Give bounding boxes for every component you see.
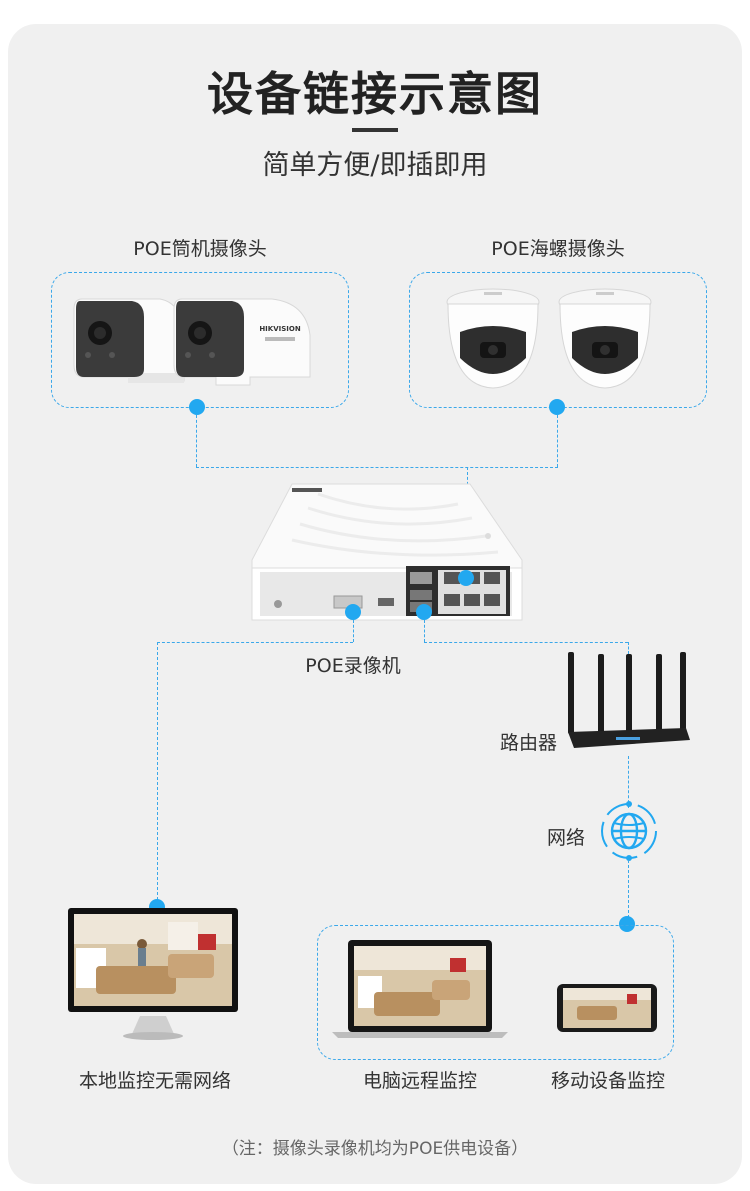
nvr-monitor-link-line [353, 620, 354, 642]
network-label: 网络 [547, 827, 586, 849]
dome-cameras-connector-dot [549, 399, 565, 415]
monitor-drop-line [157, 642, 158, 900]
network-remote-line [628, 860, 629, 918]
title-divider [352, 128, 398, 132]
router-label: 路由器 [500, 732, 558, 754]
nvr-device-image [251, 483, 523, 621]
local-monitor-label: 本地监控无需网络 [78, 1070, 231, 1092]
pc-monitor-label: 电脑远程监控 [362, 1070, 477, 1092]
monitor-trunk-line [157, 642, 353, 643]
laptop-image [332, 940, 508, 1038]
remote-group-connector-dot [619, 916, 635, 932]
remote-monitoring-group [317, 925, 674, 1060]
camera-brand-logo: HIKVISION [259, 325, 301, 333]
smartphone-image [557, 984, 657, 1032]
globe-icon [601, 801, 657, 861]
dome-cameras-label: POE海螺摄像头 [491, 238, 625, 260]
bullet-cameras-connector-dot [189, 399, 205, 415]
router-image [568, 652, 690, 748]
bullet-cameras-label: POE筒机摄像头 [133, 238, 267, 260]
nvr-router-link-line [424, 620, 425, 642]
dome-cameras-link-line [557, 415, 558, 467]
dome-cameras-image [446, 288, 652, 389]
bullet-cameras-image: HIKVISION [73, 298, 311, 386]
router-drop-line [628, 642, 629, 654]
page-title: 设备链接示意图 [207, 67, 543, 121]
nvr-lan-port-dot [416, 604, 432, 620]
local-monitor-image [68, 908, 238, 1040]
page-subtitle: 简单方便/即插即用 [262, 150, 488, 181]
router-network-line [628, 756, 629, 808]
mobile-monitor-label: 移动设备监控 [550, 1070, 665, 1092]
footnote: （注：摄像头录像机均为POE供电设备） [221, 1139, 529, 1159]
router-trunk-line [424, 642, 628, 643]
nvr-label: POE录像机 [305, 655, 401, 677]
nvr-poe-port-dot [458, 570, 474, 586]
bullet-cameras-link-line [196, 415, 197, 467]
nvr-vga-port-dot [345, 604, 361, 620]
cameras-trunk-line [196, 467, 558, 468]
